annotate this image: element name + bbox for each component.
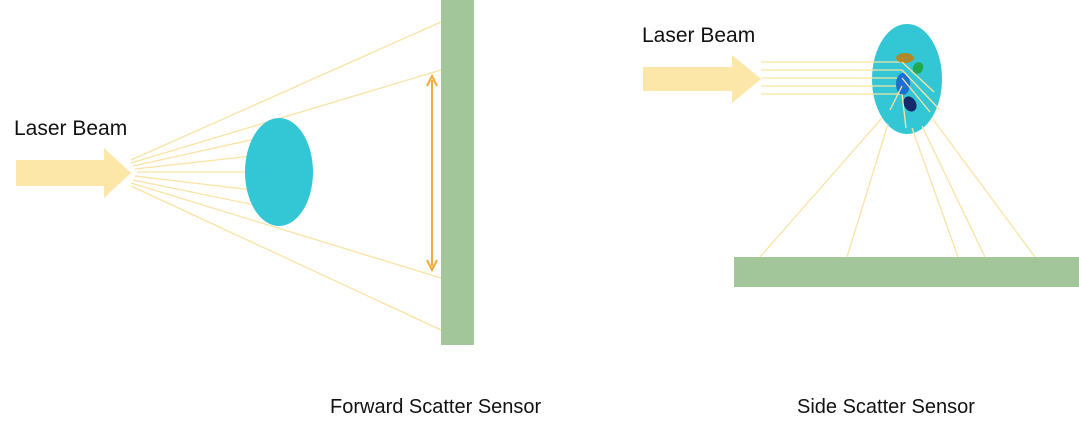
forward-laser-beam-arrow	[16, 148, 131, 198]
light-ray	[932, 118, 1035, 257]
granule	[896, 53, 914, 63]
light-ray	[912, 128, 958, 257]
side-scatter-sensor-caption: Side Scatter Sensor	[797, 397, 975, 417]
forward-scatter-sensor	[441, 0, 474, 345]
light-ray	[135, 176, 252, 190]
side-laser-beam-arrow	[643, 55, 761, 103]
side-laser-beam-label: Laser Beam	[642, 25, 755, 46]
forward-laser-beam-label: Laser Beam	[14, 118, 127, 139]
forward-scatter-sensor-caption: Forward Scatter Sensor	[330, 397, 541, 417]
cell	[245, 118, 313, 226]
light-ray	[760, 118, 882, 257]
light-ray	[922, 126, 985, 257]
light-ray	[135, 156, 252, 169]
side-scatter-sensor	[734, 257, 1079, 287]
forward-scatter-panel	[16, 0, 474, 345]
light-ray	[847, 124, 888, 257]
side-scatter-panel	[643, 24, 1079, 287]
size-measurement-arrow	[427, 76, 437, 270]
